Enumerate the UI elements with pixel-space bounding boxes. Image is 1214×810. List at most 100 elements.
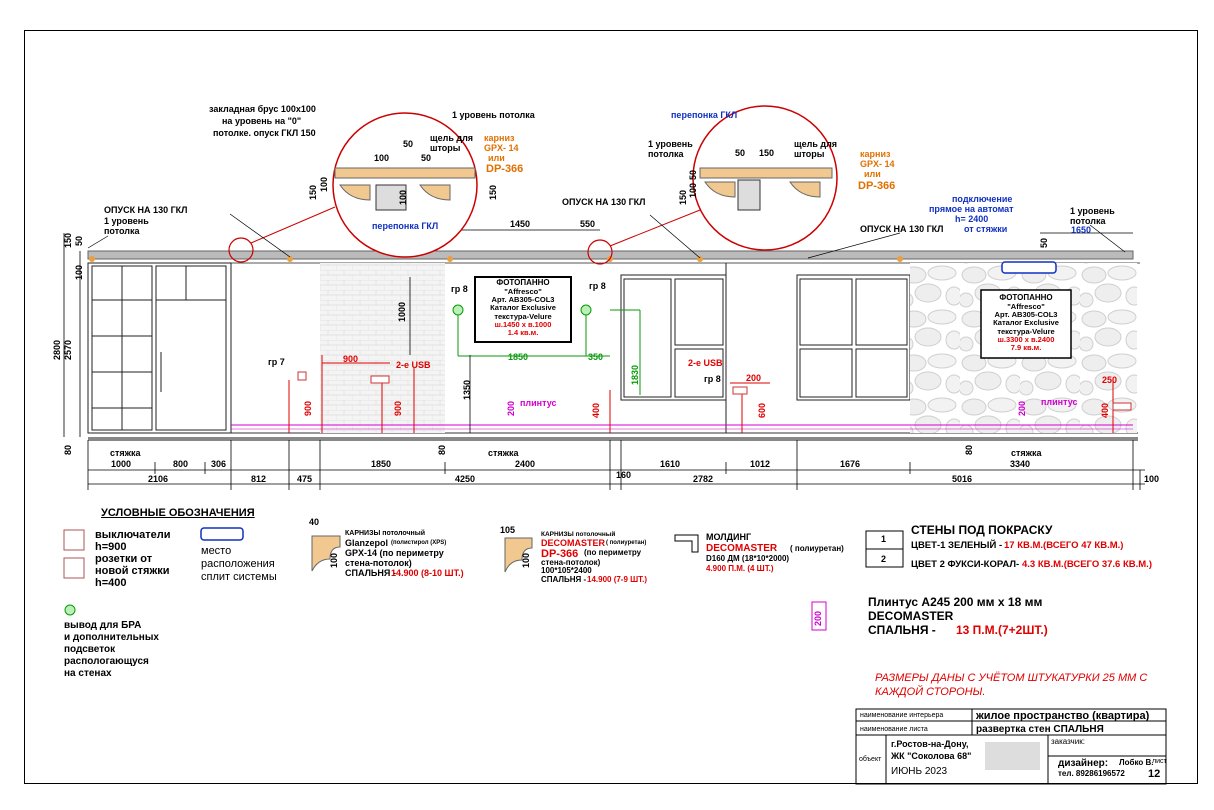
dim-1650: 1650: [1071, 225, 1092, 235]
dim-50b-detail: 50: [421, 153, 432, 163]
molding-l2b: ( полиуретан): [790, 544, 844, 553]
usb-label-2: 2-е USB: [688, 358, 723, 368]
dim-900-v1: 900: [303, 400, 313, 416]
dim-250: 250: [1102, 375, 1118, 385]
legend-sockets-3: h=400: [95, 577, 127, 589]
dim-r2-3: 4250: [455, 474, 476, 484]
photo-panel-1: ФОТОПАННО "Affresco" Арт. AB305-COL3 Кат…: [490, 278, 556, 338]
dim-r1-4: 2400: [515, 459, 536, 469]
cornice1-l5: СПАЛЬНЯ -: [345, 568, 396, 578]
cornice2-dim-h: 100: [521, 552, 531, 568]
plinth-l1: Плинтус А245 200 мм х 18 мм: [868, 595, 1043, 609]
legend-switch-symbol: [63, 529, 85, 551]
membrane-label-2a: перепонка ГКЛ: [671, 110, 738, 120]
paint-c2: ЦВЕТ 2 ФУКСИ-КОРАЛ-: [911, 559, 1020, 570]
cornice-label-1a: карниз: [484, 133, 515, 143]
cornice1-dim-h: 100: [329, 552, 339, 568]
cornice1-l4: стена-потолок): [345, 558, 412, 568]
dim-1830-green: 1830: [630, 364, 640, 385]
dim-r2-7: 100: [1144, 474, 1160, 484]
paint-c1r: 17 КВ.М.(ВСЕГО 47 КВ.М.): [1004, 540, 1124, 551]
floor-screed: [88, 437, 1138, 441]
dim-350-green: 350: [588, 352, 604, 362]
dim-80-right: 80: [964, 444, 974, 455]
gr8-label-a: гр 8: [451, 284, 468, 294]
drawing-frame: [24, 30, 1198, 784]
legend-sockets-2: новой стяжки: [95, 565, 170, 577]
dim-400-v1: 400: [591, 402, 601, 418]
dim-550: 550: [580, 219, 596, 229]
dim-150-detail: 150: [308, 184, 318, 200]
dim-r1-3: 1850: [371, 459, 392, 469]
gr8-label-b: гр 8: [589, 281, 606, 291]
cornice1-l5r: 14.900 (8-10 ШТ.): [391, 568, 464, 578]
plinth-l2: DECOMASTER: [868, 609, 954, 623]
legend-socket-symbol: [63, 557, 85, 579]
tb-phone: тел. 89286196572: [1058, 769, 1125, 778]
legend-switches-1: выключатели: [95, 529, 171, 541]
legend-bra-3: подсветок: [64, 644, 116, 655]
dim-200-horiz: 200: [746, 373, 762, 383]
tb-interior-value: жилое пространство (квартира): [976, 710, 1150, 722]
wardrobe-right: [796, 274, 911, 401]
dim-r1-0: 1000: [111, 459, 132, 469]
cornice2-l1: КАРНИЗЫ потолочный: [541, 531, 616, 538]
membrane-label-1: перепонка ГКЛ: [372, 221, 439, 231]
cornice2-l6: СПАЛЬНЯ -: [541, 575, 587, 584]
ceiling-level-right: 1 уровень потолка: [1070, 206, 1115, 226]
photo-panel-2-frame: [980, 289, 1072, 359]
callout-beam-1: закладная брус 100х100: [209, 104, 316, 114]
tb-object-label: объект: [859, 756, 882, 763]
cornice2-l4: стена-потолок): [541, 558, 601, 567]
legend-bra-5: на стенах: [64, 668, 112, 679]
cornice-label-1d: DP-366: [486, 163, 524, 175]
cornice2-l6r: 14.900 (7-9 ШТ.): [587, 575, 648, 584]
cornice-label-2d: DP-366: [858, 180, 896, 192]
plinth-l3r: 13 П.М.(7+2ШТ.): [956, 623, 1048, 637]
legend-bra-2: и дополнительных: [64, 632, 159, 643]
dim-900-v2: 900: [393, 400, 403, 416]
dim-100v-detail-r: 100: [688, 182, 698, 198]
dim-50-ac: 50: [1039, 237, 1049, 248]
tb-sheet-no-label: лист: [1152, 758, 1167, 765]
ac-label-4: от стяжки: [964, 224, 1008, 234]
cornice2-dim-w: 105: [500, 525, 516, 535]
cornice1-l2: Glanzepol: [345, 538, 389, 548]
dim-r1-6: 1012: [750, 459, 771, 469]
dim-1000-v: 1000: [397, 301, 407, 322]
styazhka-3: стяжка: [1011, 448, 1042, 458]
dim-400-v2: 400: [1100, 402, 1110, 418]
ac-label-1: подключение: [952, 194, 1013, 204]
dim-900-horiz: 900: [343, 354, 359, 364]
dim-100-detail: 100: [374, 153, 390, 163]
cornice1-l1: КАРНИЗЫ потолочный: [345, 530, 426, 537]
tb-address-2: ЖК "Соколова 68": [891, 751, 972, 761]
dim-1850-green: 1850: [508, 352, 529, 362]
tb-designer-label: дизайнер:: [1058, 758, 1109, 769]
note-2: КАЖДОЙ СТОРОНЫ.: [875, 686, 986, 698]
tb-interior-label: наименование интерьера: [860, 712, 944, 719]
opusk-label-3: ОПУСК НА 130 ГКЛ: [860, 224, 944, 234]
paint-c2r: 4.3 КВ.М.(ВСЕГО 37.6 КВ.М.): [1022, 559, 1152, 570]
plinth-dim: 200: [813, 610, 823, 626]
dim-r2-6: 5016: [952, 474, 973, 484]
opusk-label-1: ОПУСК НА 130 ГКЛ: [104, 205, 188, 215]
plinth-label-1: плинтус: [520, 398, 557, 408]
paint-c1: ЦВЕТ-1 ЗЕЛЕНЫЙ -: [911, 540, 1003, 551]
tb-address-1: г.Ростов-на-Дону,: [891, 739, 969, 749]
dim-2570: 2570: [63, 339, 73, 360]
cornice-label-2a: карниз: [860, 149, 891, 159]
dim-2800: 2800: [52, 339, 62, 360]
dim-50-detail-r: 50: [735, 148, 746, 158]
usb-label-1: 2-е USB: [396, 360, 431, 370]
dim-1350-v: 1350: [462, 379, 472, 400]
balcony-door: [87, 262, 232, 434]
molding-l3: D160 ДМ (18*10*2000): [706, 554, 790, 563]
cornice1-l3: GPX-14 (по периметру: [345, 548, 444, 558]
ceiling-level-left: 1 уровень потолка: [104, 216, 149, 236]
legend-bra-1: вывод для БРА: [64, 620, 142, 631]
molding-l2: DECOMASTER: [706, 543, 778, 554]
dim-r2-4: 160: [616, 470, 632, 480]
ceiling-level-right-detail: 1 уровень потолка: [648, 139, 693, 159]
